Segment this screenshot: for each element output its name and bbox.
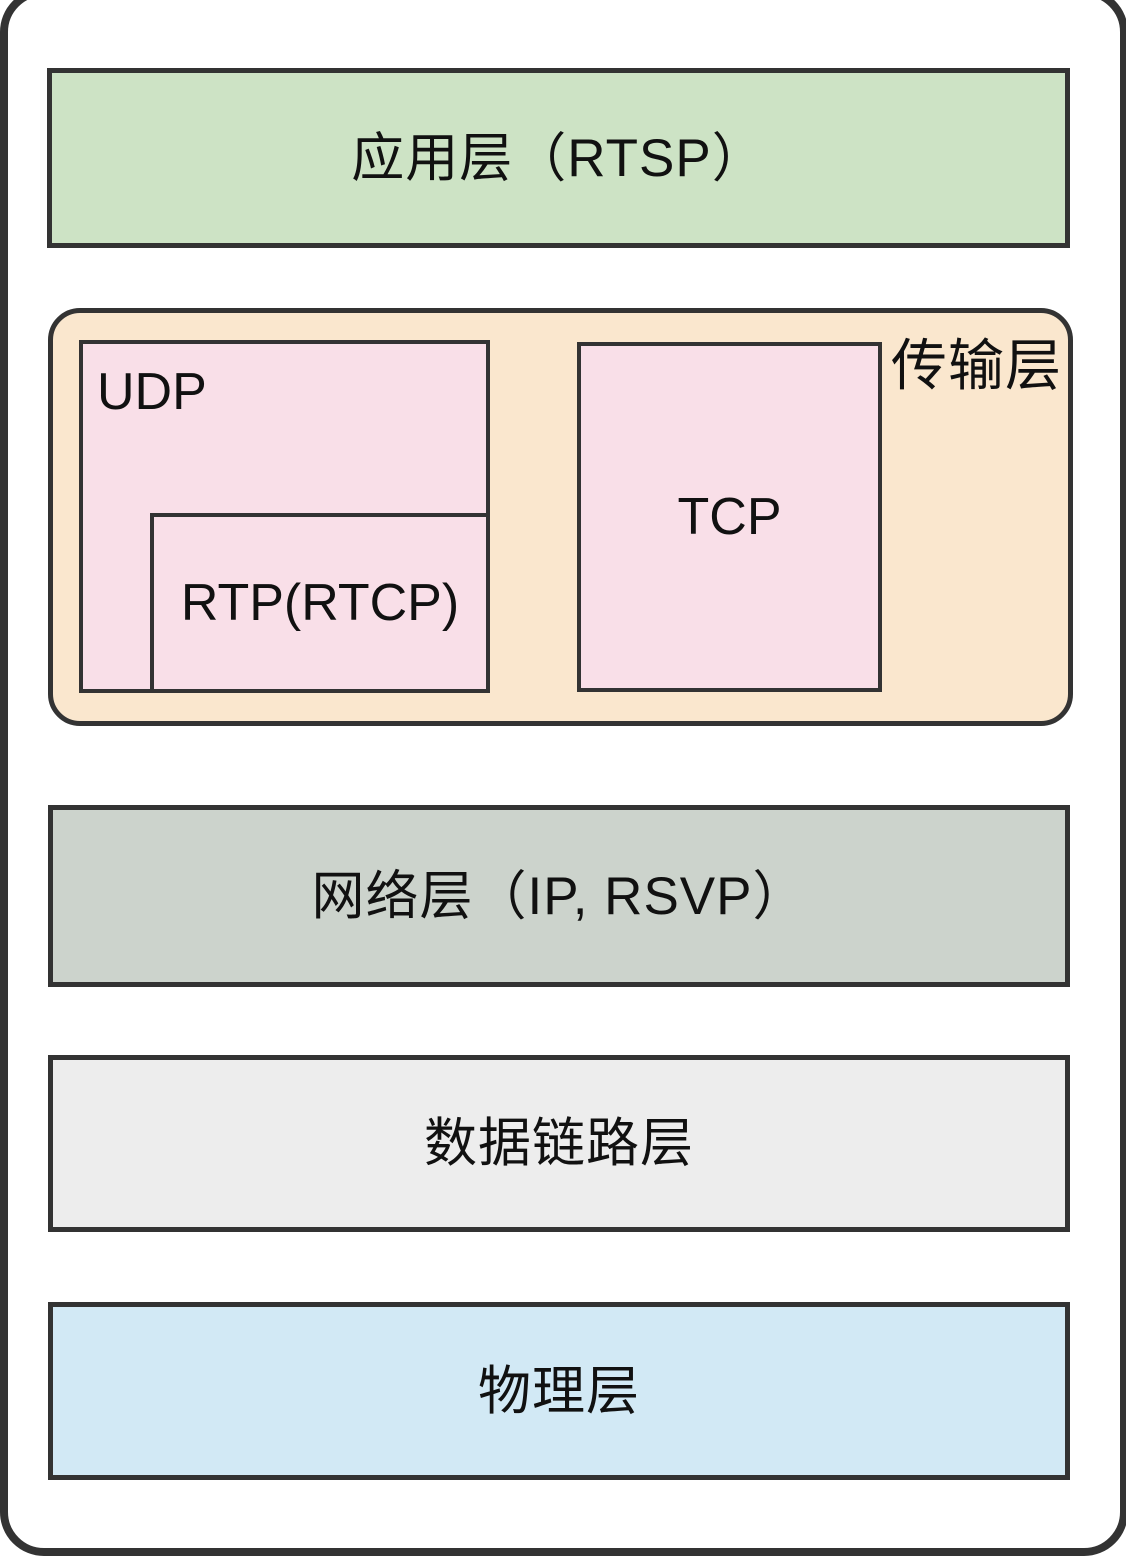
layer-network: 网络层（IP, RSVP） <box>48 805 1070 987</box>
layer-data-link-label: 数据链路层 <box>424 1114 694 1173</box>
layer-physical: 物理层 <box>48 1302 1070 1480</box>
layer-data-link: 数据链路层 <box>48 1055 1070 1232</box>
protocol-box-tcp: TCP <box>577 342 882 692</box>
layer-transport-label: 传输层 <box>891 334 1062 397</box>
protocol-box-rtp-rtcp: RTP(RTCP) <box>150 513 490 693</box>
layer-application-label: 应用层（RTSP） <box>351 128 766 188</box>
protocol-tcp-label: TCP <box>677 488 782 546</box>
layer-network-label: 网络层（IP, RSVP） <box>311 866 807 926</box>
protocol-rtp-rtcp-label: RTP(RTCP) <box>180 574 460 632</box>
layer-application: 应用层（RTSP） <box>47 68 1070 248</box>
protocol-udp-label: UDP <box>97 363 207 421</box>
layer-physical-label: 物理层 <box>478 1361 640 1421</box>
